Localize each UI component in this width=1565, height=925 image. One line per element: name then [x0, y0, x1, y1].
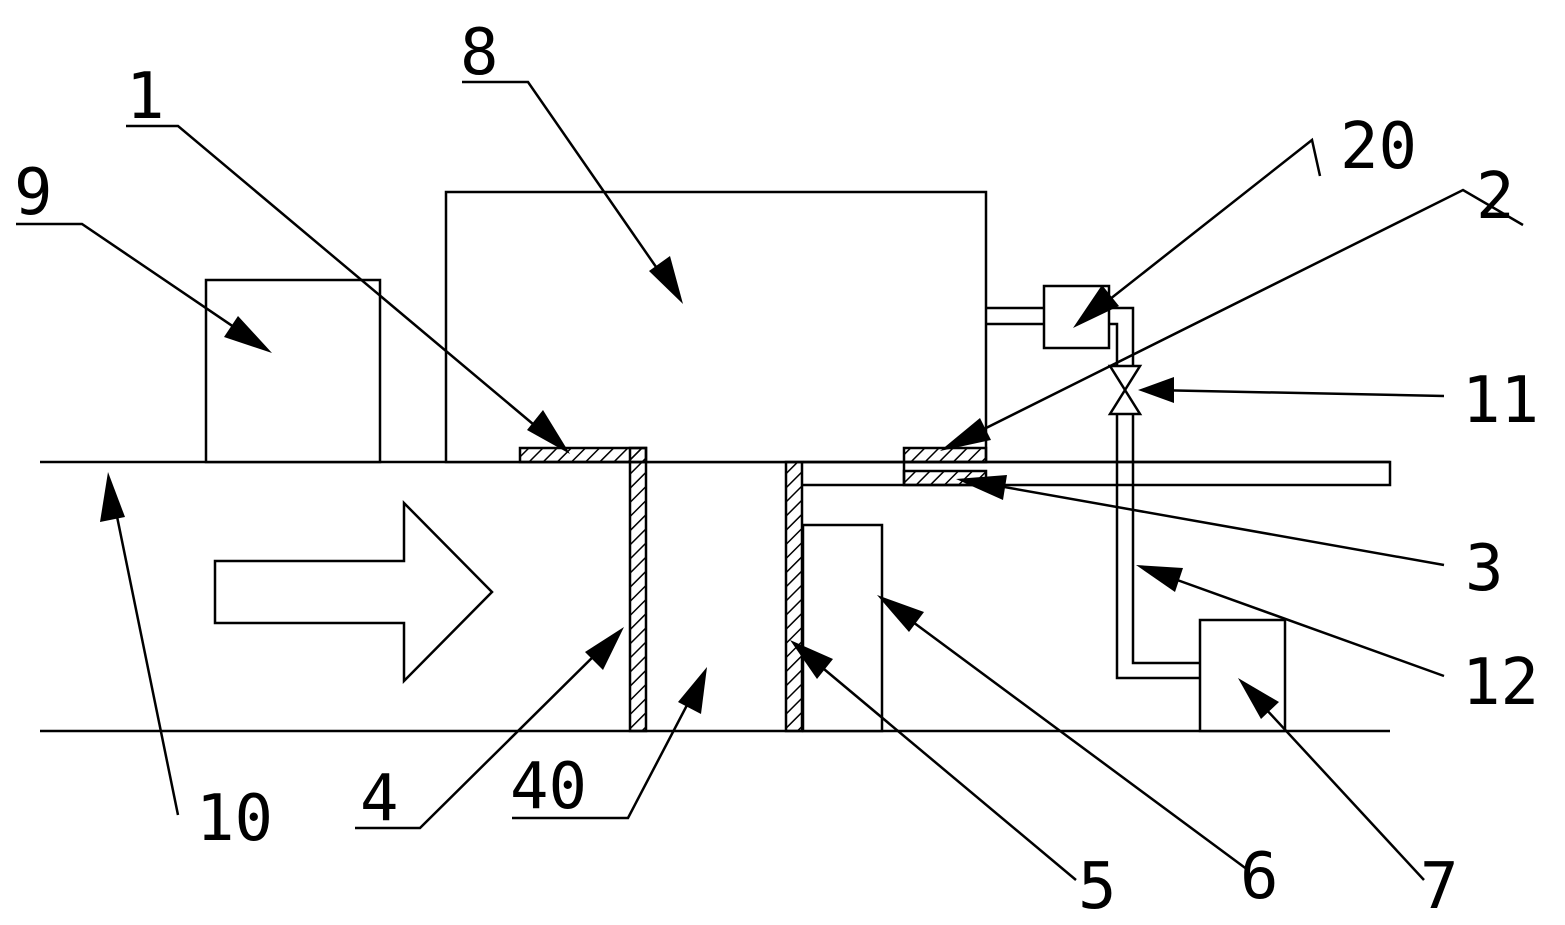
- leader-40-arrowhead: [678, 667, 707, 714]
- leader-3-arrowhead: [956, 475, 1007, 500]
- callout-8: 8: [460, 16, 499, 90]
- leader-9-arrowhead: [224, 316, 272, 353]
- callout-4: 4: [360, 762, 399, 836]
- leader-5: [805, 653, 1077, 881]
- leader-11-arrowhead: [1138, 377, 1174, 403]
- component-6-box: [801, 523, 884, 733]
- leader-1-arrowhead: [527, 410, 570, 454]
- leader-12: [1154, 570, 1445, 678]
- callout-6: 6: [1240, 840, 1279, 914]
- leader-10: [110, 491, 180, 816]
- leader-11: [1151, 388, 1445, 398]
- leader-6-arrowhead: [877, 595, 924, 632]
- leader-4-arrowhead: [585, 627, 624, 670]
- pipe-12-inner: [1131, 414, 1200, 665]
- leader-6: [893, 606, 1249, 872]
- callout-3: 3: [1465, 532, 1504, 606]
- callout-2: 2: [1476, 160, 1515, 234]
- callout-7: 7: [1420, 850, 1459, 924]
- callout-1: 1: [126, 60, 165, 134]
- leader-12-arrowhead: [1136, 565, 1183, 592]
- leader-20-arrowhead: [1073, 285, 1119, 328]
- horizontal-tube: [803, 460, 1392, 487]
- leader-9: [16, 222, 257, 344]
- callout-10: 10: [196, 782, 273, 856]
- leader-5-arrowhead: [790, 640, 833, 679]
- leader-8: [462, 80, 674, 291]
- leader-1: [126, 124, 553, 441]
- hatched-wall-5: [784, 460, 804, 733]
- leader-40: [512, 685, 699, 820]
- callout-12: 12: [1462, 646, 1539, 720]
- leader-4: [355, 641, 609, 830]
- hatched-wall-4: [628, 446, 648, 733]
- callout-20: 20: [1340, 110, 1417, 184]
- hatched-plate-2: [902, 446, 988, 464]
- callout-40: 40: [510, 750, 587, 824]
- pipe-20-to-valve-outer: [1109, 306, 1135, 370]
- flow-direction-arrow-icon: [213, 499, 494, 685]
- pipe-20-to-valve-inner: [1109, 322, 1119, 370]
- component-7-box: [1198, 618, 1287, 733]
- pipe-12-outer: [1115, 414, 1200, 680]
- callout-9: 9: [14, 156, 53, 230]
- leader-10-arrowhead: [100, 472, 125, 522]
- leader-20: [1085, 137, 1322, 319]
- component-8-box: [444, 190, 988, 464]
- component-9-box: [204, 278, 382, 464]
- callout-11: 11: [1462, 364, 1539, 438]
- callout-5: 5: [1078, 850, 1117, 924]
- leader-2-arrowhead: [940, 418, 991, 451]
- hatched-plate-1: [518, 446, 648, 464]
- leader-7-arrowhead: [1238, 678, 1279, 719]
- valve-11-icon: [1107, 364, 1143, 416]
- leader-2: [957, 188, 1524, 444]
- leader-8-arrowhead: [649, 256, 683, 304]
- leader-7: [1251, 693, 1425, 881]
- leader-3: [975, 480, 1445, 567]
